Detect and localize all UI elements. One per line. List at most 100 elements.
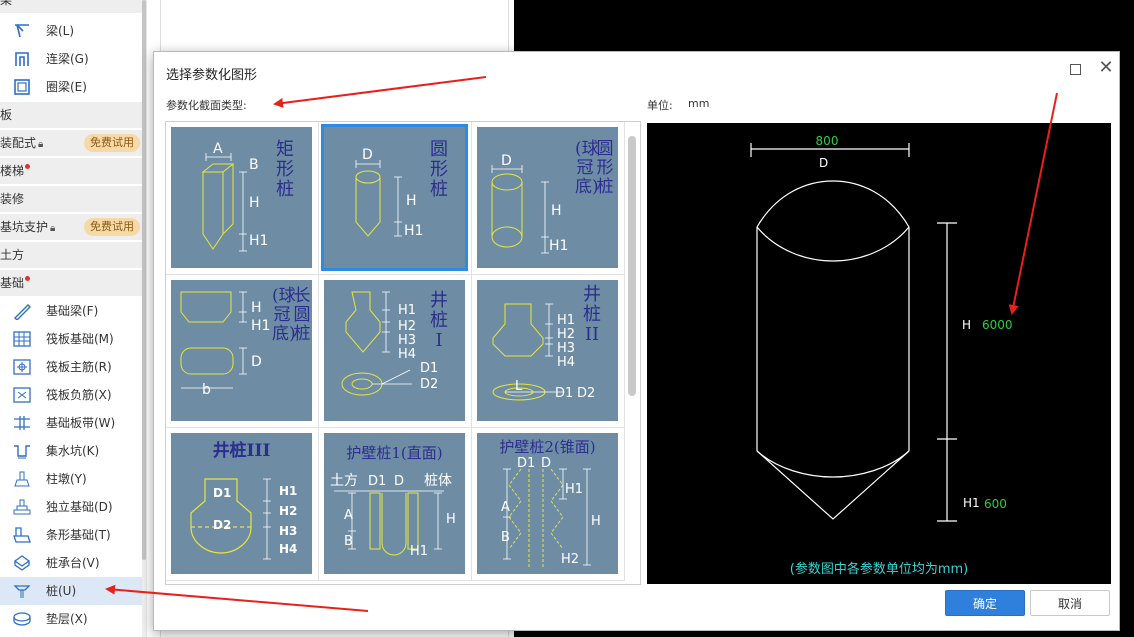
label-H1: H1 bbox=[279, 484, 297, 498]
category-decoration-label: 装修 bbox=[0, 192, 25, 206]
tile-rect-pile[interactable]: A B H H1 矩形桩 bbox=[166, 122, 319, 275]
sidebar-item-pile-cap[interactable]: 桩承台(V) bbox=[0, 549, 142, 577]
free-trial-badge[interactable]: 免费试用 bbox=[84, 218, 140, 236]
sidebar-item-label: 筏板负筋(X) bbox=[46, 388, 112, 402]
sidebar-item-column-pier[interactable]: 柱墩(Y) bbox=[0, 465, 142, 493]
well-pile-1-diagram: H1 H2 H3 H4 D1 D2 bbox=[341, 291, 438, 396]
tile-name: 井桩II bbox=[583, 284, 601, 345]
diameter-value[interactable]: 800 bbox=[815, 134, 839, 148]
category-prefab[interactable]: 装配式🔒︎ 免费试用 bbox=[0, 130, 142, 156]
label-D: D bbox=[541, 456, 551, 471]
sump-pit-icon bbox=[14, 445, 30, 459]
label-H1: H1 bbox=[549, 238, 568, 254]
column-pier-icon bbox=[14, 471, 30, 487]
sidebar-item-label: 筏板主筋(R) bbox=[46, 360, 112, 374]
sidebar-item-strip-footing[interactable]: 条形基础(T) bbox=[0, 521, 142, 549]
category-earthwork-label: 土方 bbox=[0, 248, 25, 262]
category-pit-support[interactable]: 基坑支护🔒︎ 免费试用 bbox=[0, 214, 142, 240]
category-prefab-label: 装配式 bbox=[0, 136, 37, 150]
oblong-pile-dome-diagram: H H1 D b bbox=[180, 291, 270, 398]
tile-thumbnail: 护壁桩2(锥面) D1 D H1 A B H H2 bbox=[477, 433, 618, 574]
unit-value: mm bbox=[688, 97, 710, 110]
tile-thumbnail: D H H1 bbox=[321, 124, 468, 271]
label-H: H bbox=[591, 514, 601, 529]
tile-well-pile-1[interactable]: H1 H2 H3 H4 D1 D2 井桩I bbox=[319, 275, 472, 428]
label-H2: H2 bbox=[279, 504, 297, 518]
tile-name: (球冠底)圆形桩 bbox=[575, 139, 614, 197]
label-D1: D1 bbox=[420, 361, 438, 376]
raft-main-rebar-icon bbox=[13, 359, 31, 375]
tip-height-value[interactable]: 600 bbox=[984, 497, 1007, 511]
tile-round-pile-dome[interactable]: D H H1 (球冠底)圆形桩 bbox=[472, 122, 625, 275]
label-H: H bbox=[249, 195, 260, 211]
tile-thumbnail: A B H H1 bbox=[171, 127, 312, 268]
label-D: D bbox=[394, 474, 404, 489]
category-pit-support-label: 基坑支护 bbox=[0, 220, 49, 234]
label-H: H bbox=[406, 193, 417, 209]
sidebar-item-label: 连梁(G) bbox=[46, 52, 89, 66]
label-D: D bbox=[251, 354, 262, 370]
tile-retaining-pile-1[interactable]: 护壁桩1(直面) 土方 D1 D 桩体 A B H H1 bbox=[319, 428, 472, 581]
category-foundation[interactable]: 基础 bbox=[0, 270, 142, 296]
free-trial-badge[interactable]: 免费试用 bbox=[84, 134, 140, 152]
tile-name: 矩形桩 bbox=[276, 139, 294, 200]
tile-thumbnail: 井桩III D1 D2 H1 H2 H3 H4 bbox=[171, 433, 312, 574]
retaining-pile-2-diagram: D1 D H1 A B H H2 bbox=[501, 456, 601, 569]
sidebar-item-foundation-beam[interactable]: 基础梁(F) bbox=[0, 297, 142, 325]
sidebar-item-raft-negative-rebar[interactable]: 筏板负筋(X) bbox=[0, 381, 142, 409]
tile-well-pile-2[interactable]: H1 H2 H3 H4 L D1 D2 井桩II bbox=[472, 275, 625, 428]
label-H3: H3 bbox=[279, 524, 297, 538]
tile-oblong-pile-dome[interactable]: H H1 D b (球冠底)长圆桩 bbox=[166, 275, 319, 428]
close-icon[interactable]: ✕ bbox=[1098, 57, 1114, 78]
gallery-scrollbar[interactable] bbox=[628, 136, 636, 396]
sidebar-item-pile[interactable]: 桩(U) bbox=[0, 577, 142, 605]
sidebar-item-sump-pit[interactable]: 集水坑(K) bbox=[0, 437, 142, 465]
label-H1: H1 bbox=[410, 544, 428, 559]
sidebar-item-label: 桩(U) bbox=[46, 584, 77, 598]
sidebar-scrollbar[interactable] bbox=[142, 0, 146, 637]
sidebar-item-beam[interactable]: 梁(L) bbox=[0, 17, 142, 45]
tile-round-pile[interactable]: D H H1 圆形桩 bbox=[319, 122, 472, 275]
sidebar-item-isolated-footing[interactable]: 独立基础(D) bbox=[0, 493, 142, 521]
ok-button[interactable]: 确定 bbox=[945, 590, 1025, 616]
label-B: B bbox=[249, 157, 259, 173]
label-earthwork: 土方 bbox=[330, 473, 358, 489]
sidebar-item-cushion[interactable]: 垫层(X) bbox=[0, 605, 142, 633]
sidebar-item-coupling-beam[interactable]: 连梁(G) bbox=[0, 45, 142, 73]
category-beam[interactable]: 梁 bbox=[0, 0, 142, 13]
label-H1: H1 bbox=[251, 318, 270, 334]
label-H1: H1 bbox=[249, 233, 268, 249]
tile-retaining-pile-2[interactable]: 护壁桩2(锥面) D1 D H1 A B H H2 bbox=[472, 428, 625, 581]
cancel-button[interactable]: 取消 bbox=[1030, 590, 1110, 616]
category-decoration[interactable]: 装修 bbox=[0, 186, 142, 212]
sidebar-item-label: 柱墩(Y) bbox=[46, 472, 87, 486]
tile-well-pile-3[interactable]: 井桩III D1 D2 H1 H2 H3 H4 bbox=[166, 428, 319, 581]
maximize-icon[interactable] bbox=[1070, 64, 1081, 75]
category-stairs-label: 楼梯 bbox=[0, 164, 25, 178]
sidebar-item-raft-foundation[interactable]: 筏板基础(M) bbox=[0, 325, 142, 353]
label-H2: H2 bbox=[398, 319, 416, 334]
sidebar-item-ring-beam[interactable]: 圈梁(E) bbox=[0, 73, 142, 101]
label-B: B bbox=[501, 530, 510, 545]
dialog-title: 选择参数化图形 bbox=[166, 68, 258, 83]
height-value[interactable]: 6000 bbox=[982, 318, 1013, 332]
round-pile-dome-diagram: D H H1 bbox=[491, 153, 568, 254]
sidebar-item-raft-main-rebar[interactable]: 筏板主筋(R) bbox=[0, 353, 142, 381]
label-D2: D2 bbox=[577, 386, 595, 401]
well-pile-3-diagram: D1 D2 H1 H2 H3 H4 bbox=[190, 478, 297, 560]
category-slab[interactable]: 板 bbox=[0, 102, 142, 128]
sidebar-item-label: 筏板基础(M) bbox=[46, 332, 114, 346]
category-earthwork[interactable]: 土方 bbox=[0, 242, 142, 268]
tile-name: 井桩I bbox=[430, 290, 448, 351]
label-H3: H3 bbox=[557, 341, 575, 356]
label-D2: D2 bbox=[420, 377, 438, 392]
round-pile-diagram: D H H1 bbox=[355, 147, 423, 239]
notification-dot bbox=[25, 276, 31, 281]
tip-height-label: H1 bbox=[963, 496, 980, 510]
sidebar-item-foundation-strip[interactable]: 基础板带(W) bbox=[0, 409, 142, 437]
foundation-beam-icon bbox=[14, 304, 31, 320]
label-D1: D1 bbox=[517, 456, 535, 471]
category-stairs[interactable]: 楼梯 bbox=[0, 158, 142, 184]
sidebar-scrollbar-thumb[interactable] bbox=[142, 0, 146, 560]
tile-thumbnail: H1 H2 H3 H4 L D1 D2 bbox=[477, 280, 618, 421]
